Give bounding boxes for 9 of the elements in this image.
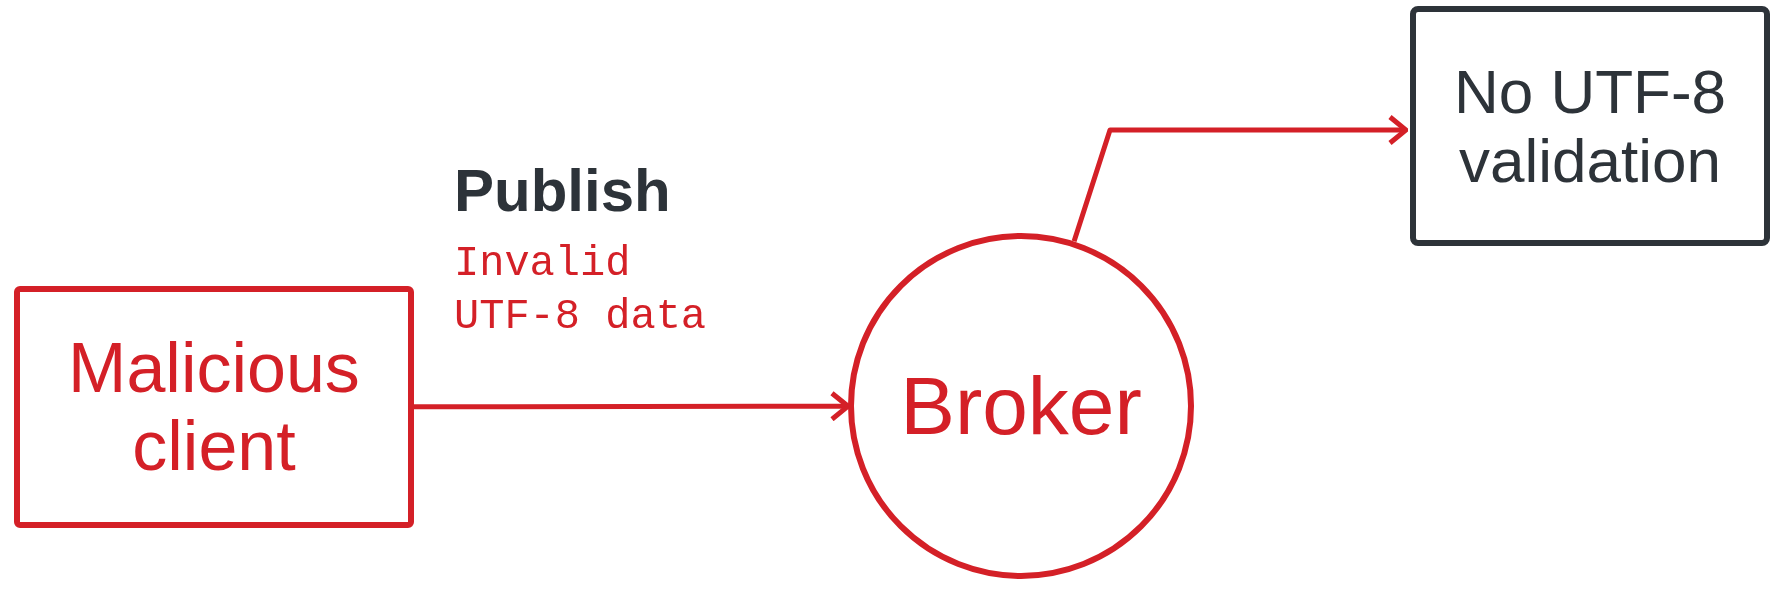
arrow — [414, 390, 851, 422]
payload-note: Invalid UTF-8 data — [454, 239, 708, 343]
broker-circle — [848, 233, 1194, 579]
node-text: Malicious client — [67, 328, 361, 486]
node-text: No UTF-8 validation — [1452, 56, 1728, 196]
client-box — [14, 286, 414, 528]
status-box — [1410, 6, 1770, 246]
arrow — [1071, 114, 1409, 243]
node-text: Broker — [900, 360, 1142, 452]
